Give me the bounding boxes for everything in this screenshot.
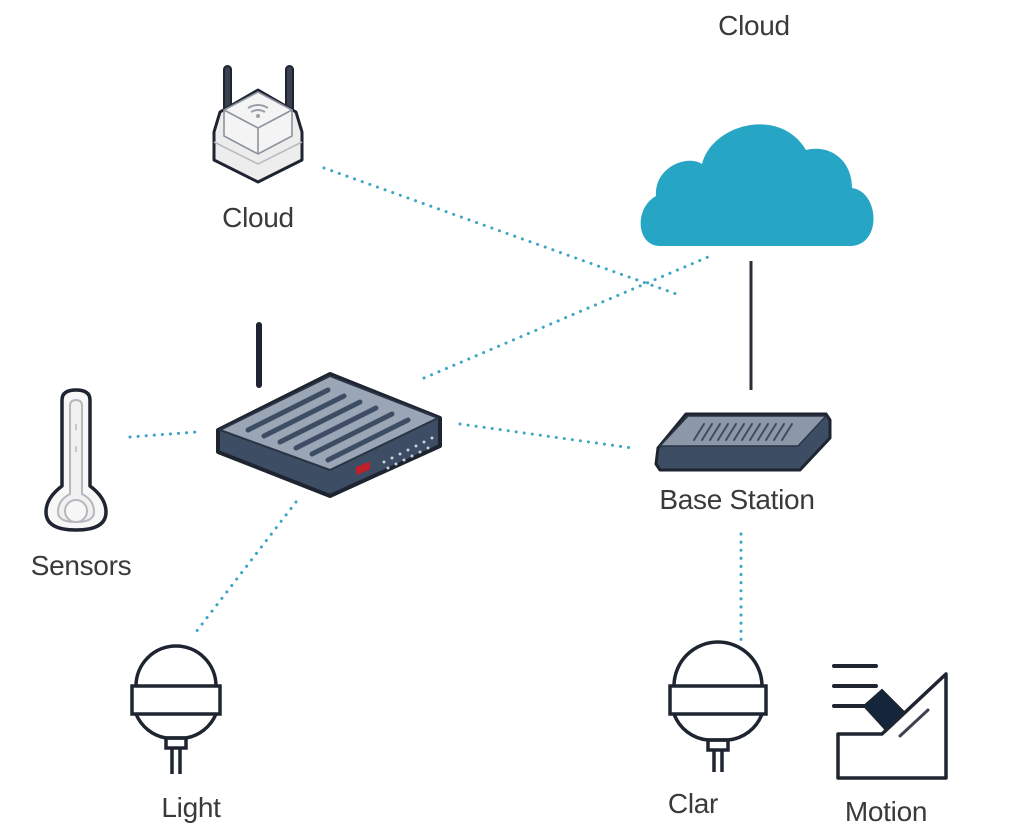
wireless-hub-icon: [212, 65, 304, 184]
router-ports: [382, 436, 434, 470]
clar-label: Clar: [667, 788, 719, 819]
edge-router-light: [194, 500, 298, 634]
base-station-icon: [654, 412, 832, 472]
router-node[interactable]: [216, 322, 442, 498]
motion-sensor-icon: [832, 664, 948, 780]
cloud-label: Cloud: [718, 10, 790, 41]
connectors: [128, 166, 753, 646]
base-station-label: Base Station: [659, 484, 815, 515]
router-icon: [216, 322, 442, 498]
cloud-node[interactable]: [640, 124, 874, 246]
router-led-display: [356, 461, 370, 476]
sensors-node[interactable]: [44, 388, 108, 532]
light-node[interactable]: [130, 644, 222, 774]
wireless-hub-node[interactable]: [212, 65, 304, 184]
light-label: Light: [161, 792, 221, 823]
edge-hub-base-station: [322, 166, 684, 298]
thermometer-icon: [44, 388, 108, 532]
cloud-icon: [640, 124, 874, 246]
clar-node[interactable]: [668, 640, 768, 772]
light-sensor-icon: [668, 640, 768, 772]
light-sensor-icon: [130, 644, 222, 774]
edge-router-base-station: [458, 422, 634, 450]
motion-node[interactable]: [832, 664, 948, 780]
edge-sensors-router: [128, 430, 198, 439]
motion-label: Motion: [844, 796, 928, 827]
hub-label: Cloud: [222, 202, 294, 233]
base-station-node[interactable]: [654, 412, 832, 472]
edge-router-cloud: [422, 255, 710, 380]
sensors-label: Sensors: [30, 550, 132, 581]
